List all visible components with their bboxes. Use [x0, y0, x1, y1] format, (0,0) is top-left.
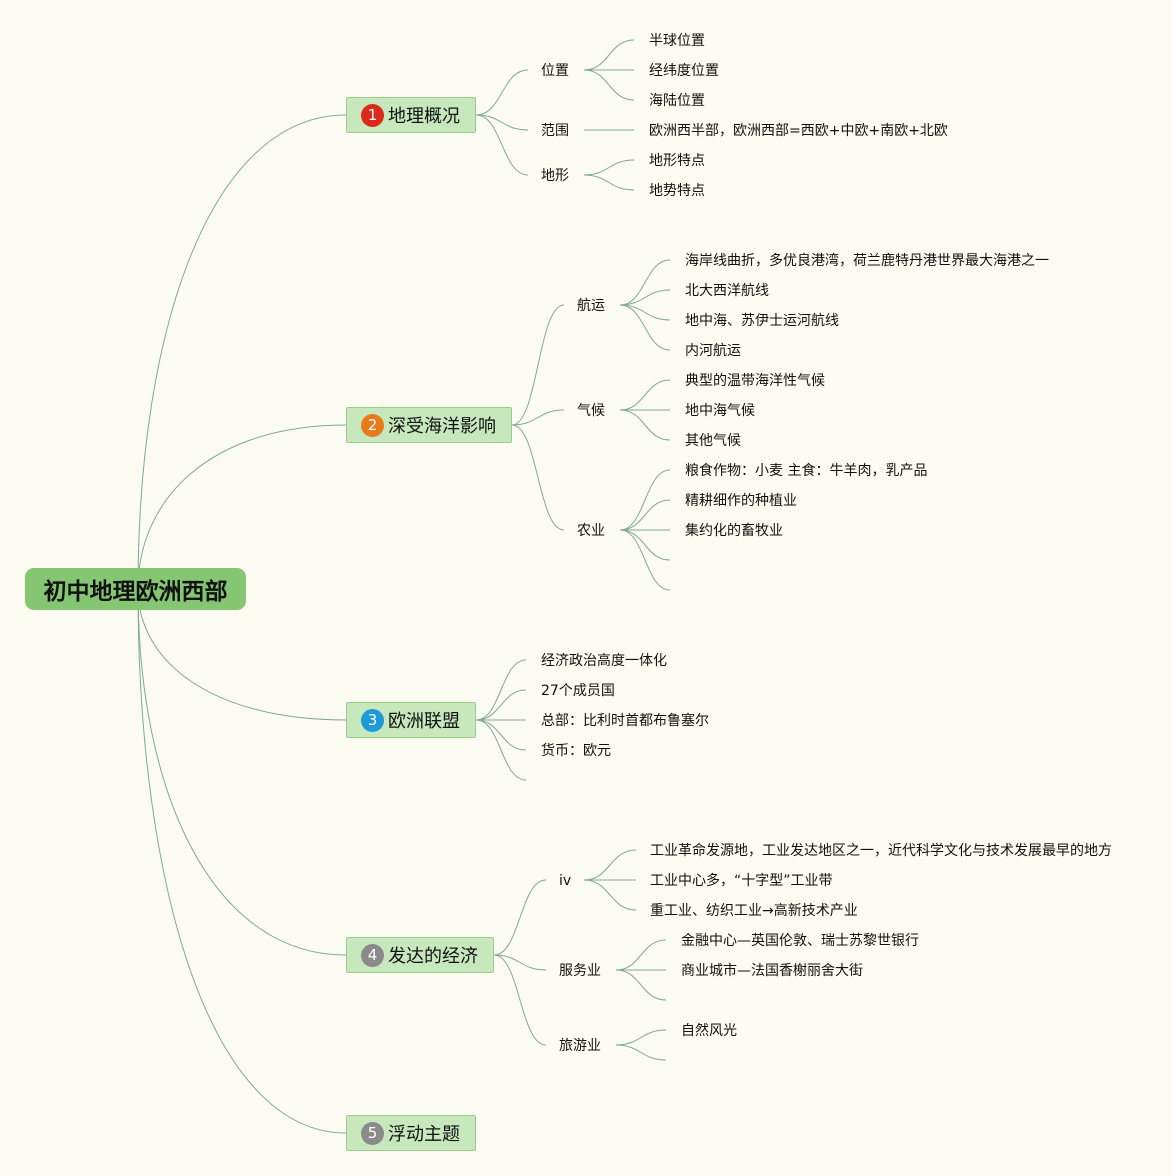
badge-number-2: 2	[361, 413, 384, 437]
leaf-node[interactable]: 典型的温带海洋性气候	[685, 373, 825, 389]
root-label: 初中地理欧洲西部	[43, 579, 228, 605]
connector-curve	[511, 424, 565, 531]
connector-curve	[619, 289, 671, 306]
connector-curve	[137, 588, 347, 956]
connector-curve	[619, 499, 671, 531]
leaf-node[interactable]: 重工业、纺织工业→高新技术产业	[650, 903, 858, 919]
connector-curve	[583, 69, 635, 101]
subtopic-node[interactable]: 地形	[541, 168, 569, 184]
leaf-node[interactable]: 海岸线曲折，多优良港湾，荷兰鹿特丹港世界最大海港之一	[685, 253, 1049, 269]
connector-curve	[619, 469, 671, 531]
subtopic-node[interactable]: iv	[559, 873, 572, 889]
badge-number-4: 4	[361, 943, 384, 967]
leaf-node[interactable]: 半球位置	[649, 33, 705, 49]
subtopic-node[interactable]: 气候	[577, 403, 605, 419]
connector-curve	[583, 159, 635, 176]
leaf-node[interactable]: 内河航运	[685, 343, 741, 359]
leaf-node[interactable]: 地中海气候	[685, 403, 755, 419]
leaf-node[interactable]: 工业革命发源地，工业发达地区之一，近代科学文化与技术发展最早的地方	[650, 843, 1112, 859]
connector-curve	[475, 69, 529, 116]
leaf-node[interactable]: 欧洲西半部，欧洲西部=西欧+中欧+南欧+北欧	[649, 123, 948, 139]
subtopic-node[interactable]: 农业	[577, 523, 605, 539]
connector-curve	[619, 379, 671, 411]
subtopic-node[interactable]: 范围	[541, 123, 569, 139]
leaf-node[interactable]: 其他气候	[685, 433, 741, 449]
topic-node-1[interactable]: 1 地理概况	[346, 97, 476, 133]
topic-node-4[interactable]: 4 发达的经济	[346, 937, 494, 973]
topic-label: 欧洲联盟	[388, 711, 460, 732]
connector-curve	[475, 659, 527, 721]
leaf-node[interactable]: 金融中心—英国伦敦、瑞士苏黎世银行	[681, 933, 919, 949]
connector-curve	[619, 529, 671, 591]
subtopic-node[interactable]: 航运	[577, 298, 605, 314]
topic-label: 深受海洋影响	[388, 416, 496, 437]
connector-curve	[615, 1044, 667, 1061]
connector-curve	[583, 849, 637, 881]
badge-number-1: 1	[361, 103, 384, 127]
connector-curve	[615, 1029, 667, 1046]
badge-number-3: 3	[361, 708, 384, 732]
connector-curve	[583, 879, 637, 911]
topic-node-3[interactable]: 3 欧洲联盟	[346, 702, 476, 738]
leaf-node[interactable]: 经济政治高度一体化	[541, 653, 667, 669]
subtopic-node[interactable]: 位置	[541, 63, 569, 79]
connector-curve	[493, 879, 547, 956]
subtopic-node[interactable]: 服务业	[559, 963, 601, 979]
leaf-node[interactable]: 经纬度位置	[649, 63, 719, 79]
leaf-node[interactable]: 自然风光	[681, 1023, 737, 1039]
connector-curve	[619, 409, 671, 441]
topic-node-2[interactable]: 2 深受海洋影响	[346, 407, 512, 443]
connector-curve	[619, 304, 671, 321]
topic-label: 发达的经济	[388, 946, 478, 967]
leaf-node[interactable]: 货币：欧元	[541, 743, 611, 759]
leaf-node[interactable]: 地中海、苏伊士运河航线	[685, 313, 839, 329]
connector-curve	[137, 114, 347, 590]
connector-curve	[475, 719, 527, 781]
leaf-node[interactable]: 精耕细作的种植业	[685, 493, 797, 509]
leaf-node[interactable]: 北大西洋航线	[685, 283, 769, 299]
badge-number-5: 5	[361, 1121, 384, 1145]
leaf-node[interactable]: 总部：比利时首都布鲁塞尔	[541, 713, 709, 729]
connector-curve	[137, 588, 347, 1134]
connector-curve	[493, 954, 547, 1046]
connector-curve	[619, 259, 671, 306]
connector-curve	[475, 689, 527, 721]
leaf-node[interactable]: 集约化的畜牧业	[685, 523, 783, 539]
leaf-node[interactable]: 粮食作物：小麦 主食：牛羊肉，乳产品	[685, 463, 928, 479]
subtopic-node[interactable]: 旅游业	[559, 1038, 601, 1054]
connector-curve	[475, 114, 529, 131]
root-node[interactable]: 初中地理欧洲西部	[25, 568, 246, 610]
connector-curve	[493, 954, 547, 971]
leaf-node[interactable]: 海陆位置	[649, 93, 705, 109]
leaf-node[interactable]: 27个成员国	[541, 683, 615, 699]
connector-curve	[615, 939, 667, 971]
leaf-node[interactable]: 工业中心多，“十字型”工业带	[650, 873, 833, 889]
topic-label: 地理概况	[388, 106, 460, 127]
leaf-node[interactable]: 商业城市—法国香榭丽舍大街	[681, 963, 863, 979]
topic-node-5[interactable]: 5 浮动主题	[346, 1115, 476, 1151]
connector-curve	[511, 304, 565, 426]
connector-curve	[511, 409, 565, 426]
connector-curve	[137, 588, 347, 721]
connector-curve	[475, 114, 529, 176]
connector-curve	[583, 174, 635, 191]
leaf-node[interactable]: 地势特点	[649, 183, 705, 199]
connector-curve	[615, 969, 667, 1001]
topic-label: 浮动主题	[388, 1124, 460, 1145]
leaf-node[interactable]: 地形特点	[649, 153, 705, 169]
connector-curve	[619, 304, 671, 351]
connector-curve	[619, 529, 671, 561]
connector-curve	[583, 39, 635, 71]
connector-curve	[137, 424, 347, 590]
connector-curve	[475, 719, 527, 751]
